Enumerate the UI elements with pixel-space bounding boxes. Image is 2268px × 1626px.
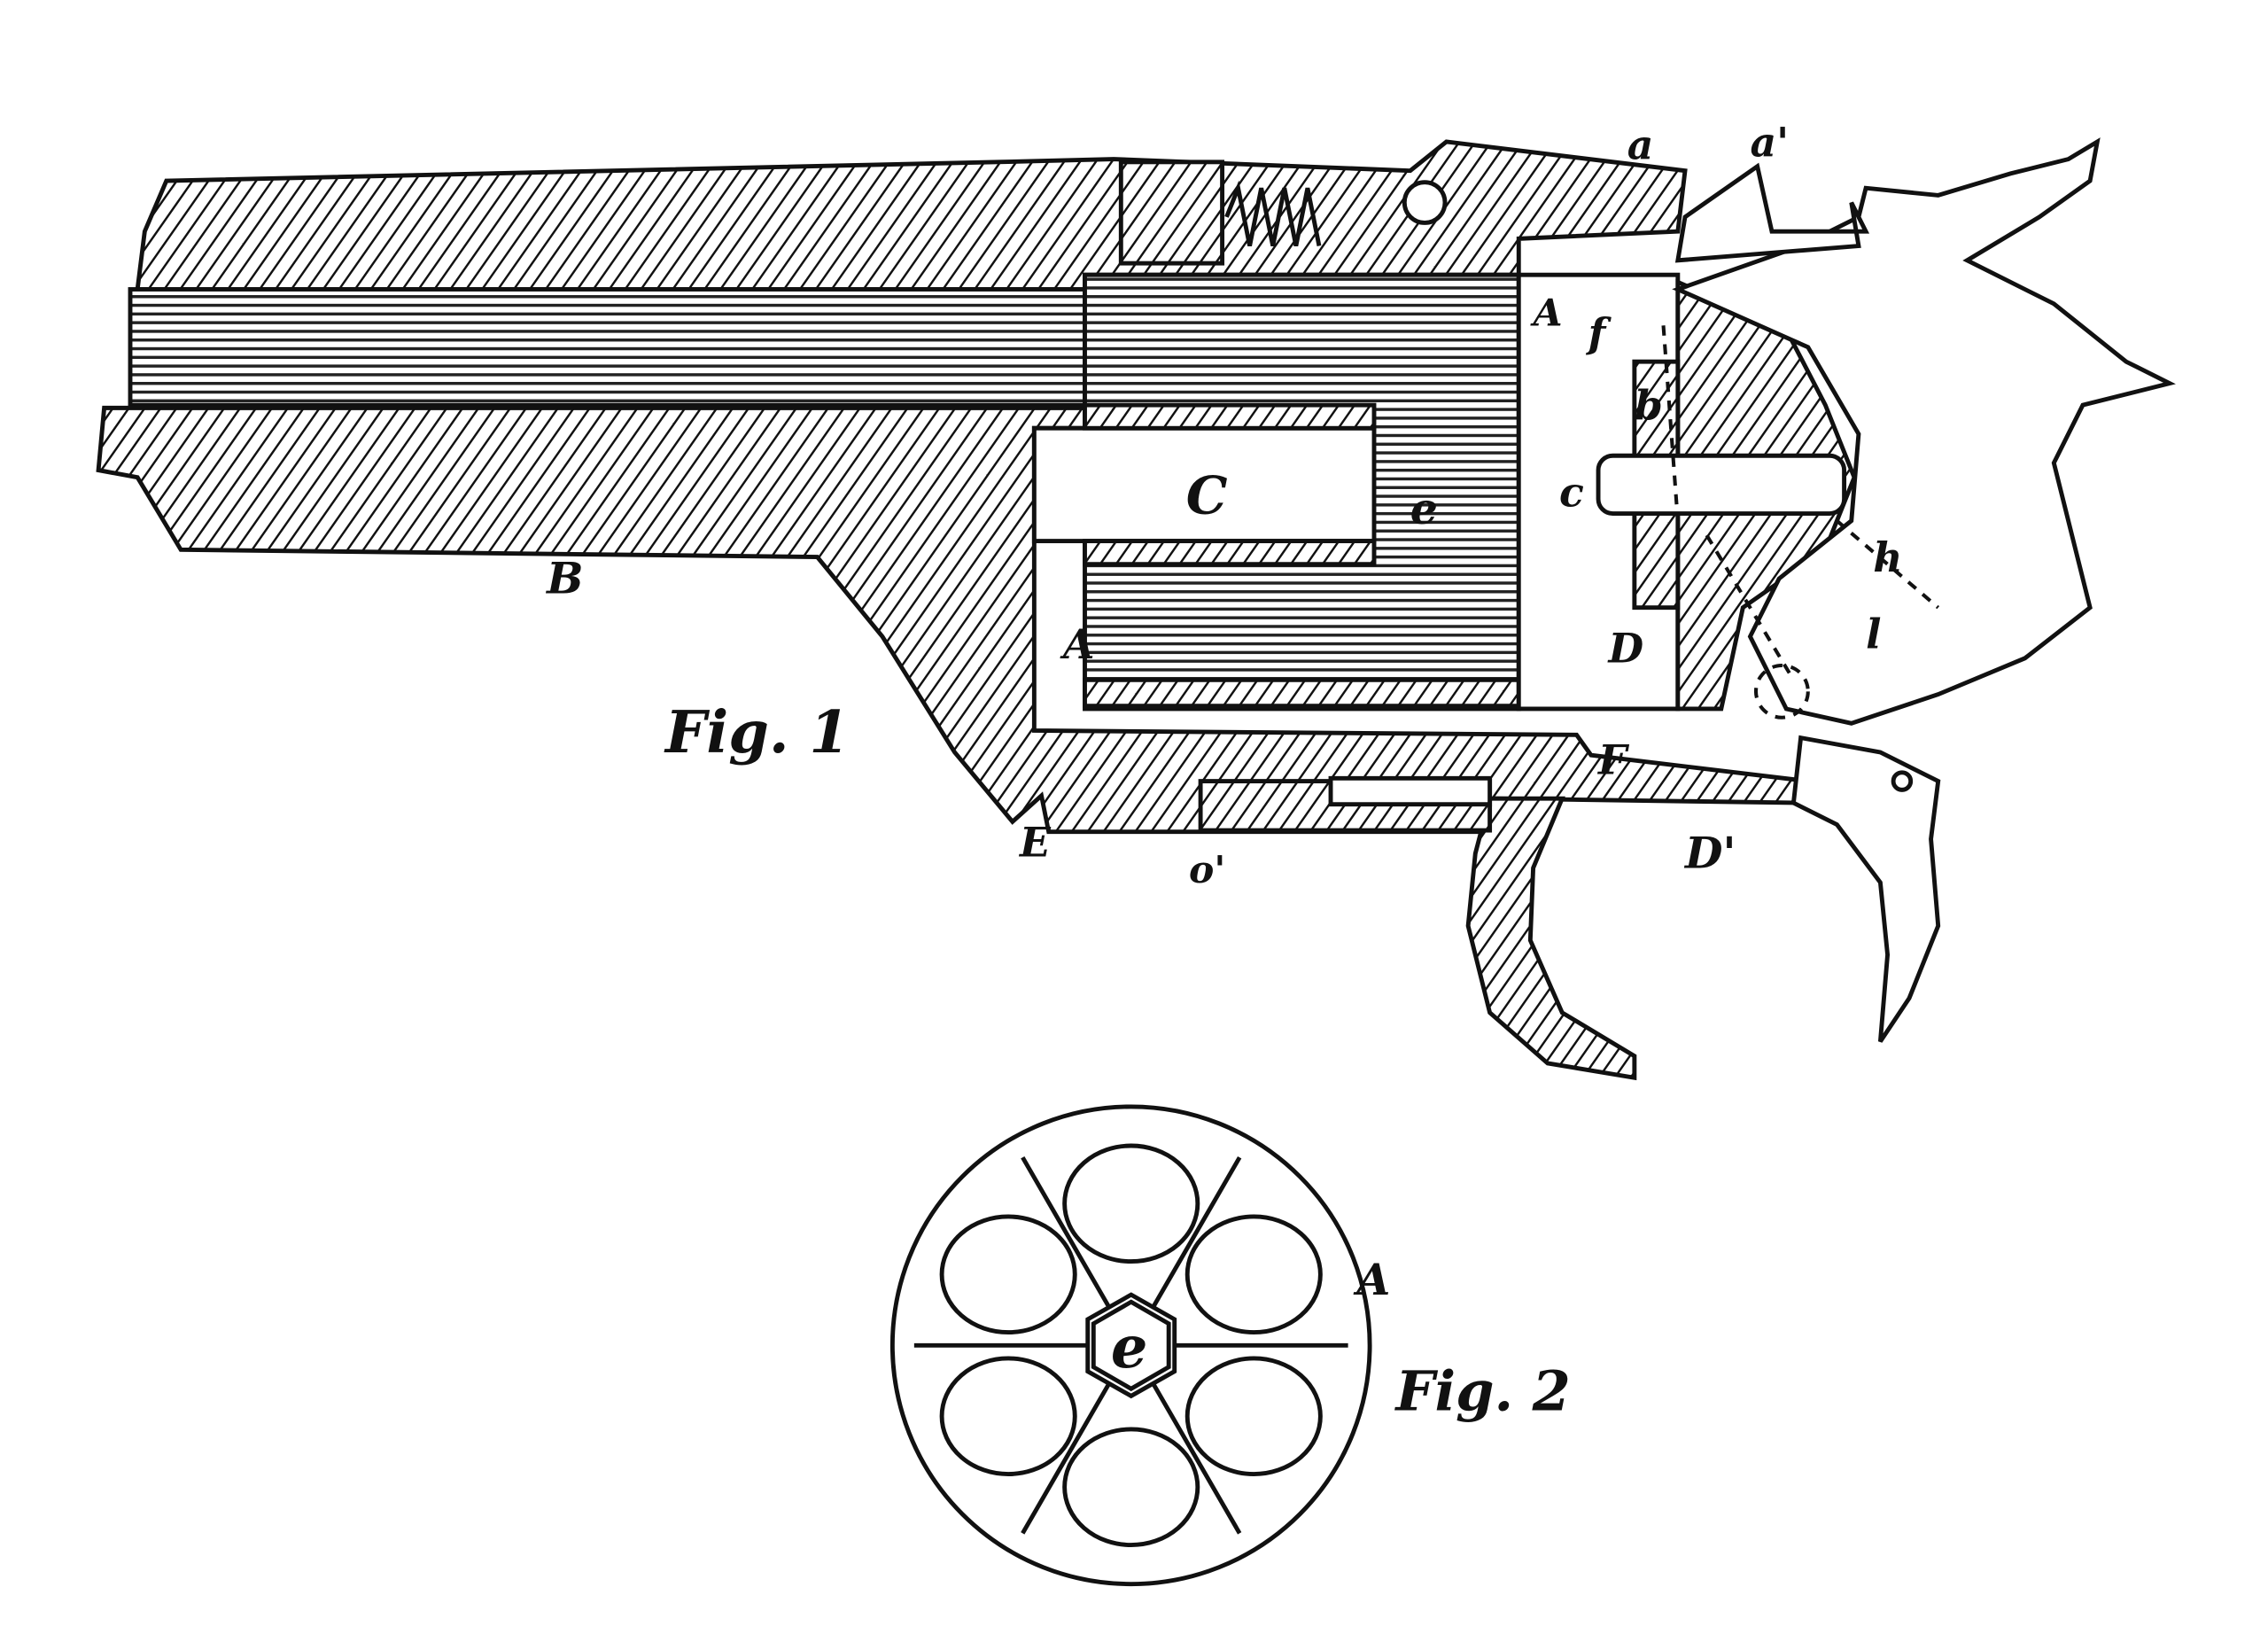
figure-2: e A Fig. 2 [889, 1104, 1571, 1587]
center-hexagon [1085, 1292, 1177, 1399]
latch-pin [1402, 180, 1448, 225]
rear-sight-block [1674, 162, 1870, 263]
slide-slot [1328, 775, 1493, 807]
hammer [1672, 137, 2176, 726]
dashed-guide-1 [1661, 325, 1680, 521]
chamber [939, 1356, 1077, 1477]
barrel-top-section [135, 139, 1688, 292]
chamber [1062, 1143, 1200, 1264]
center-hub [1091, 1299, 1171, 1392]
cylinder-hatch-lower [1083, 539, 1377, 567]
label-A-lower: A [1060, 620, 1094, 668]
fig2-label-A: A [1353, 1254, 1390, 1305]
trigger [1790, 735, 1941, 1043]
label-D-prime: D' [1683, 828, 1736, 879]
chamber [1184, 1356, 1323, 1477]
label-A-top: A [1530, 291, 1563, 335]
label-o-prime: o' [1189, 848, 1225, 892]
trigger-guard [1465, 796, 1637, 1081]
hammer-pivot [1753, 663, 1810, 720]
bore [128, 287, 1087, 408]
label-a-prime: a' [1750, 118, 1789, 166]
label-F: F [1596, 735, 1630, 783]
chamber [1184, 1214, 1323, 1335]
spring-housing [1118, 159, 1225, 266]
label-a: a [1627, 121, 1654, 169]
figure-1: a a' A f b c e C B A D h l Fig. 1 E o' F… [96, 118, 2176, 1081]
chamber [939, 1214, 1077, 1335]
fig-1-caption: Fig. 1 [664, 699, 850, 766]
label-e: e [1410, 483, 1438, 534]
label-h: h [1873, 533, 1902, 581]
label-B: B [545, 552, 583, 603]
spring [1224, 180, 1322, 247]
chamber [1062, 1427, 1200, 1548]
label-E: E [1018, 818, 1052, 866]
label-D: D [1606, 625, 1643, 673]
fig-2-caption: Fig. 2 [1394, 1359, 1570, 1424]
cylinder-hatch-upper [1083, 402, 1377, 431]
label-b: b [1635, 381, 1663, 429]
trigger-pin [1891, 770, 1914, 792]
label-C: C [1186, 465, 1228, 526]
dashed-guide-2 [1705, 519, 1940, 681]
label-l: l [1866, 610, 1881, 657]
fig2-label-e: e [1111, 1314, 1148, 1381]
spindle [1596, 453, 1847, 517]
cylinder-hatch-bottom [1083, 677, 1521, 709]
label-c: c [1559, 468, 1584, 516]
